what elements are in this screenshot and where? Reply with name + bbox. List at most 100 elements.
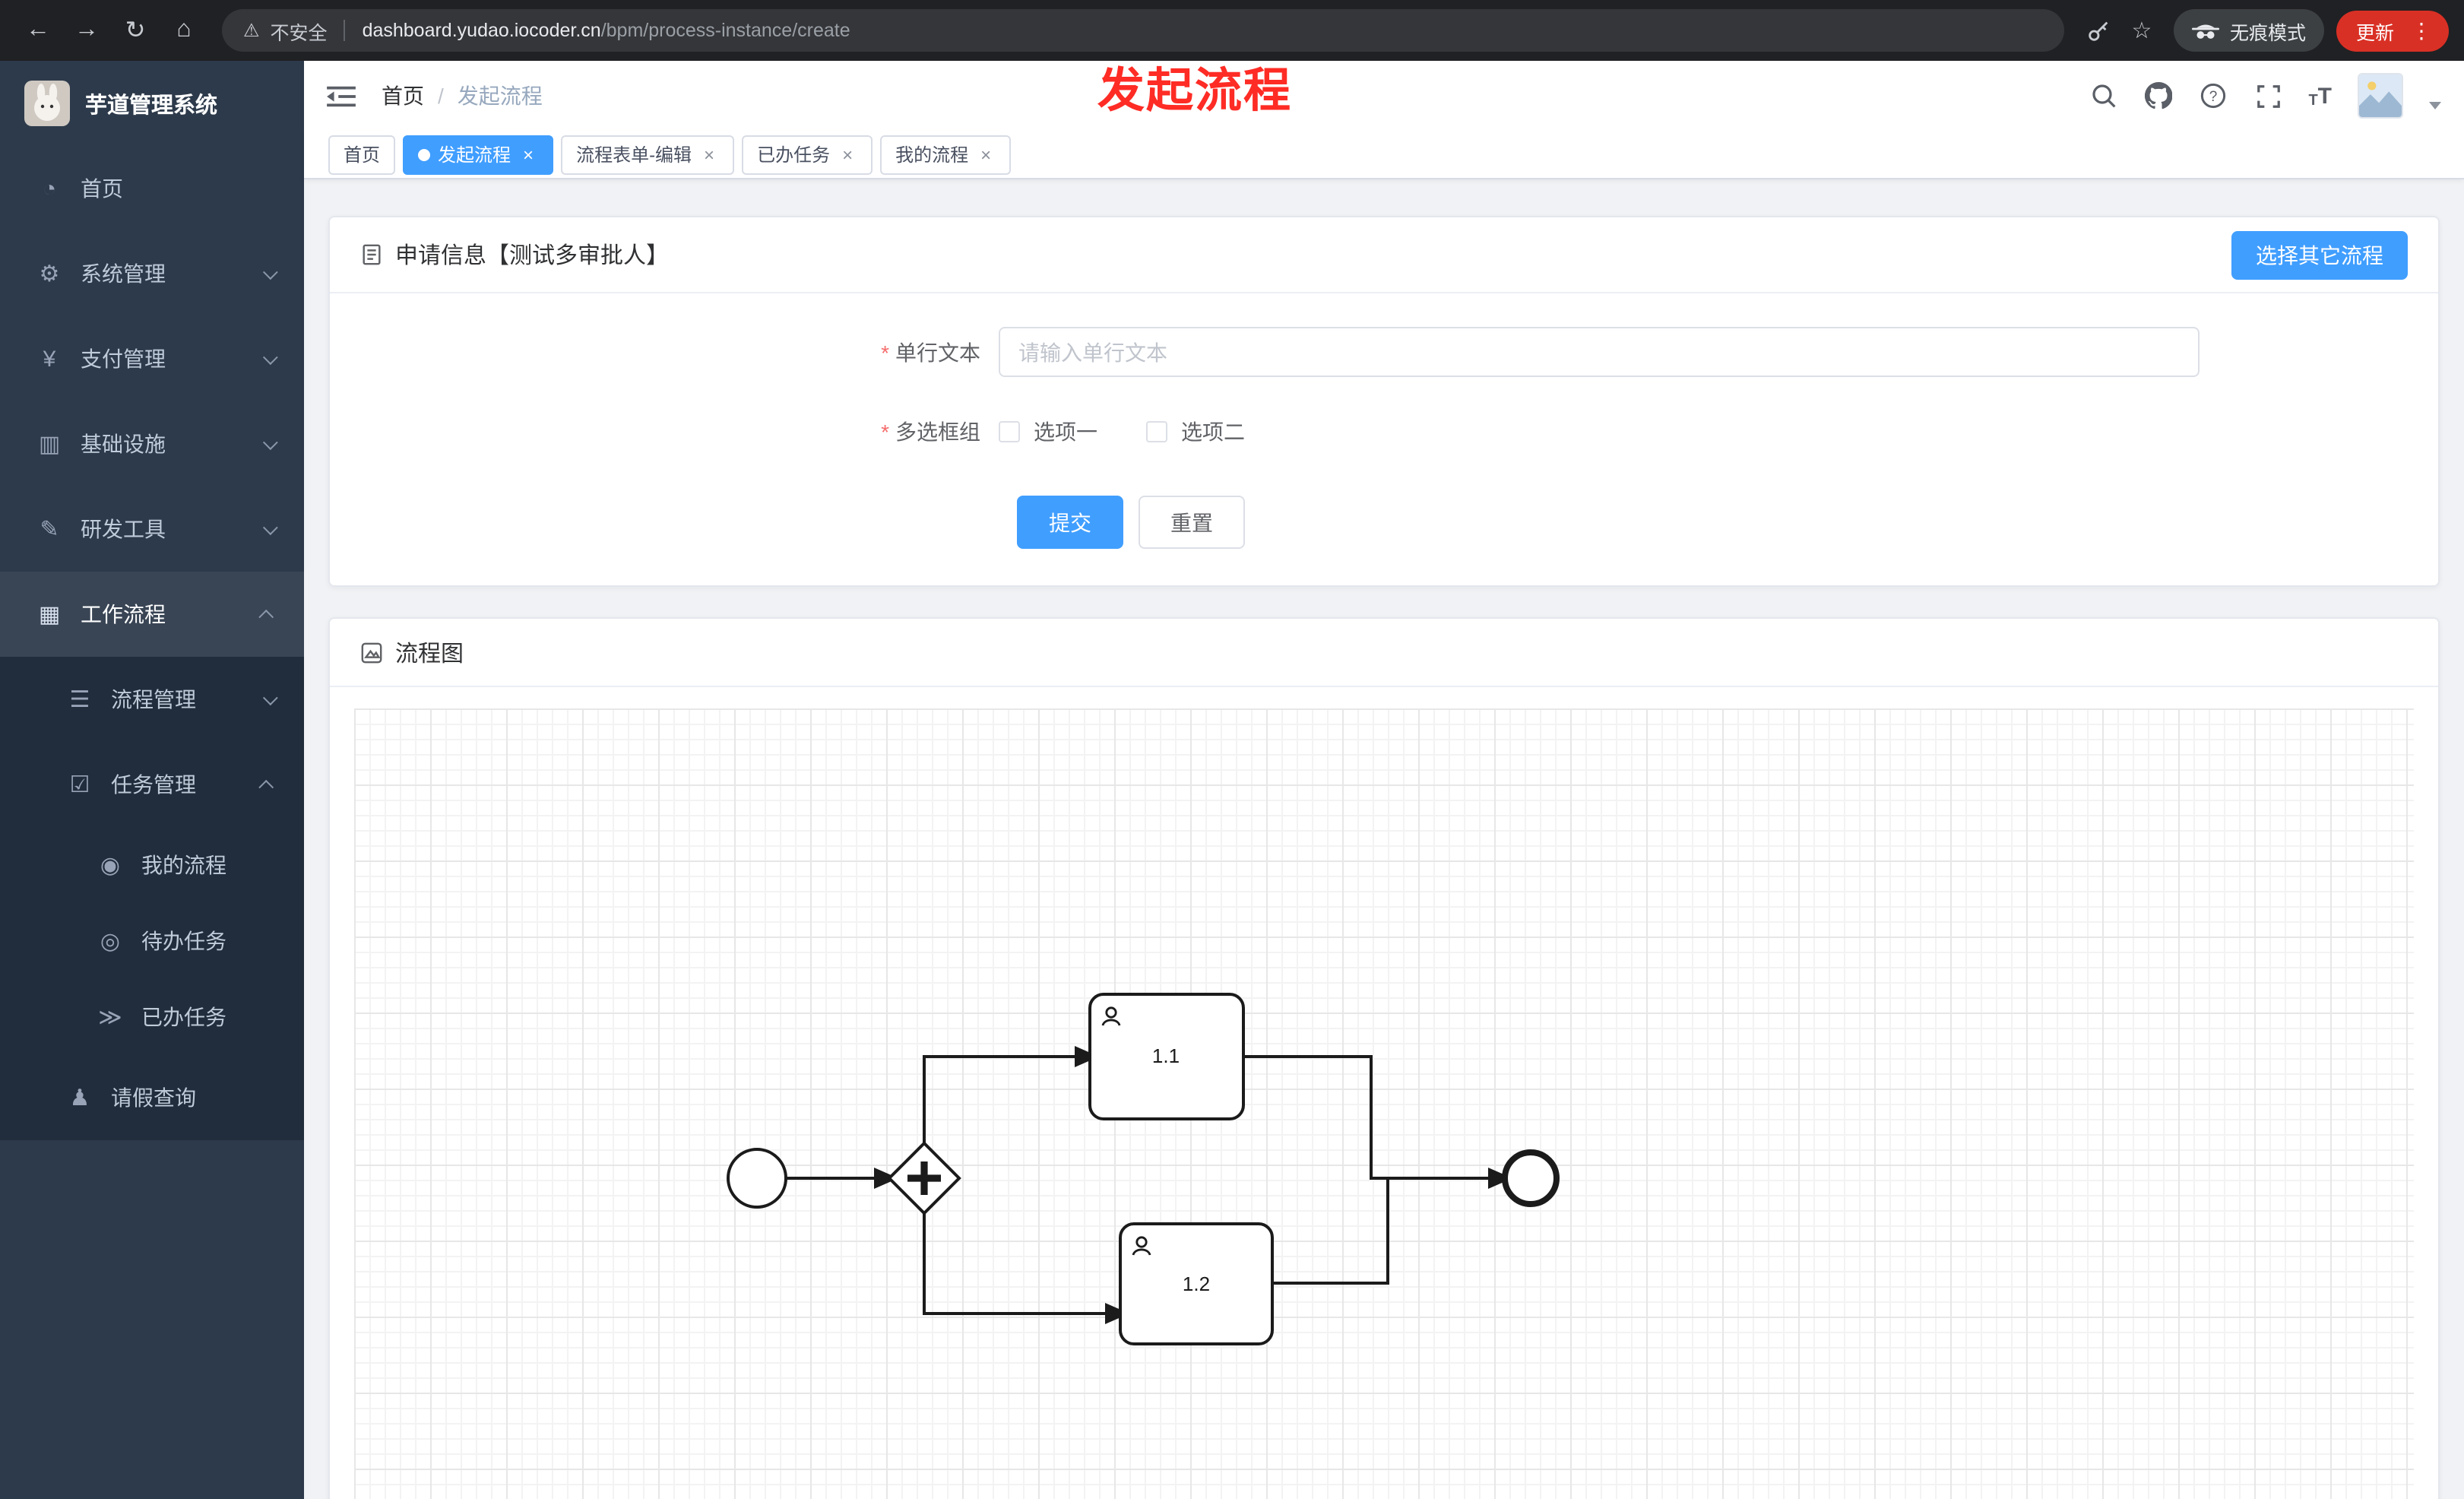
key-icon[interactable] xyxy=(2079,11,2119,50)
forward-icon[interactable]: → xyxy=(74,17,99,43)
submit-button[interactable]: 提交 xyxy=(1017,496,1123,549)
user-icon: ♟ xyxy=(69,1085,90,1111)
app-shell: 芋道管理系统 ◔ 首页 ⚙ 系统管理 ¥ 支付管理 ▥ xyxy=(0,61,2464,1499)
tab-start-process[interactable]: 发起流程 × xyxy=(403,135,554,174)
tab-process-form-edit[interactable]: 流程表单-编辑 × xyxy=(561,135,735,174)
checkbox-icon[interactable] xyxy=(1146,421,1167,442)
process-diagram-title: 流程图 xyxy=(395,641,464,667)
sidebar-item-process-management[interactable]: ☰ 流程管理 xyxy=(0,657,304,742)
search-icon[interactable] xyxy=(2089,81,2118,110)
chevron-down-icon[interactable] xyxy=(2429,101,2441,109)
update-button[interactable]: 更新 ⋮ xyxy=(2336,10,2449,51)
single-text-input[interactable] xyxy=(999,327,2200,377)
eye-icon: ◎ xyxy=(100,929,121,955)
main-area: 首页 / 发起流程 ? T xyxy=(304,61,2464,1499)
breadcrumb-separator: / xyxy=(438,84,444,108)
gear-icon: ⚙ xyxy=(39,261,60,287)
chevron-down-icon xyxy=(262,689,278,705)
sidebar-item-task-management[interactable]: ☑ 任务管理 xyxy=(0,742,304,827)
checkbox-group-label: *多选框组 xyxy=(881,420,980,444)
sidebar: 芋道管理系统 ◔ 首页 ⚙ 系统管理 ¥ 支付管理 ▥ xyxy=(0,61,304,1499)
incognito-badge: 无痕模式 xyxy=(2173,9,2324,52)
checkbox-option-1[interactable]: 选项一 xyxy=(999,417,1097,447)
workflow-icon: ▦ xyxy=(38,602,61,628)
bpmn-user-task-1-2[interactable] xyxy=(1119,1222,1274,1345)
incognito-icon xyxy=(2191,24,2219,38)
yen-icon: ¥ xyxy=(43,346,56,372)
tab-done-tasks[interactable]: 已办任务 × xyxy=(742,135,873,174)
breadcrumb: 首页 / 发起流程 xyxy=(382,81,543,111)
browser-toolbar: ← → ↻ ⌂ ⚠ 不安全 dashboard.yudao.iocoder.cn… xyxy=(0,0,2464,61)
back-icon[interactable]: ← xyxy=(26,17,50,43)
close-icon[interactable]: × xyxy=(704,144,715,165)
chevron-down-icon xyxy=(262,264,278,280)
breadcrumb-home[interactable]: 首页 xyxy=(382,84,424,108)
bpmn-flow-task1-to-end xyxy=(1243,1055,1512,1189)
required-asterisk: * xyxy=(881,340,889,364)
fullscreen-icon[interactable] xyxy=(2253,81,2282,110)
sidebar-item-pending-tasks[interactable]: ◎ 待办任务 xyxy=(0,903,304,979)
close-icon[interactable]: × xyxy=(980,144,992,165)
address-bar[interactable]: ⚠ 不安全 dashboard.yudao.iocoder.cn/bpm/pro… xyxy=(222,9,2064,52)
page-content: 申请信息【测试多审批人】 选择其它流程 *单行文本 *多选框组 xyxy=(304,179,2464,1499)
home-icon[interactable]: ⌂ xyxy=(176,17,192,43)
my-process-icon: ◉ xyxy=(100,853,121,879)
sidebar-item-payment-management[interactable]: ¥ 支付管理 xyxy=(0,316,304,401)
process-diagram-header: 流程图 xyxy=(330,619,2438,687)
application-info-header: 申请信息【测试多审批人】 选择其它流程 xyxy=(330,217,2438,293)
sidebar-item-workflow[interactable]: ▦ 工作流程 xyxy=(0,572,304,657)
select-other-process-button[interactable]: 选择其它流程 xyxy=(2231,230,2408,279)
url-text: dashboard.yudao.iocoder.cn/bpm/process-i… xyxy=(363,20,850,41)
chevron-down-icon xyxy=(262,434,278,450)
app-logo[interactable]: 芋道管理系统 xyxy=(0,61,304,146)
dashboard-icon: ◔ xyxy=(42,176,57,201)
checkbox-icon[interactable] xyxy=(999,421,1020,442)
github-icon[interactable] xyxy=(2144,81,2173,110)
checkbox-group-row: *多选框组 选项一 选项二 xyxy=(330,417,2438,447)
bpmn-task-1-1-label: 1.1 xyxy=(1152,1044,1180,1067)
bpmn-user-task-1-1[interactable] xyxy=(1088,993,1245,1120)
avatar[interactable] xyxy=(2358,73,2403,119)
bpmn-task-1-2-label: 1.2 xyxy=(1183,1272,1210,1295)
tags-view: 首页 发起流程 × 流程表单-编辑 × 已办任务 × 我的流程 × xyxy=(304,131,2464,179)
bpmn-end-event[interactable] xyxy=(1502,1149,1560,1207)
warning-icon: ⚠ xyxy=(243,20,260,41)
checkbox-option-2[interactable]: 选项二 xyxy=(1146,417,1245,447)
sidebar-item-home[interactable]: ◔ 首页 xyxy=(0,146,304,231)
user-task-icon xyxy=(1132,1236,1151,1256)
sidebar-fold-icon[interactable] xyxy=(327,81,357,111)
address-divider xyxy=(344,20,346,41)
bookmark-star-icon[interactable]: ☆ xyxy=(2131,18,2152,44)
bpmn-start-event[interactable] xyxy=(727,1148,787,1209)
help-icon[interactable]: ? xyxy=(2199,81,2228,110)
sidebar-item-devtools[interactable]: ✎ 研发工具 xyxy=(0,486,304,572)
reset-button[interactable]: 重置 xyxy=(1139,496,1245,549)
close-icon[interactable]: × xyxy=(523,144,534,165)
task-management-icon: ☑ xyxy=(69,772,90,798)
tab-home[interactable]: 首页 xyxy=(328,135,396,174)
url-domain: dashboard.yudao.iocoder.cn xyxy=(362,20,601,41)
diagram-icon xyxy=(361,642,382,663)
sidebar-item-leave-query[interactable]: ♟ 请假查询 xyxy=(0,1055,304,1140)
menu-kebab-icon[interactable]: ⋮ xyxy=(2411,17,2432,42)
bpmn-flow-task2-to-end xyxy=(1272,1178,1389,1285)
single-text-label: *单行文本 xyxy=(881,340,980,364)
sidebar-item-system-management[interactable]: ⚙ 系统管理 xyxy=(0,231,304,316)
sidebar-item-infrastructure[interactable]: ▥ 基础设施 xyxy=(0,401,304,486)
single-text-row: *单行文本 xyxy=(330,327,2438,377)
close-icon[interactable]: × xyxy=(842,144,854,165)
form-buttons: 提交 重置 xyxy=(330,496,2438,549)
reload-icon[interactable]: ↻ xyxy=(125,18,146,44)
chevron-up-icon xyxy=(258,778,274,794)
sidebar-item-my-process[interactable]: ◉ 我的流程 xyxy=(0,827,304,903)
security-label: 不安全 xyxy=(270,22,328,43)
annotation-text: 发起流程 xyxy=(1097,64,1292,117)
bpmn-canvas[interactable]: 1.1 1.2 xyxy=(354,708,2414,1499)
sidebar-item-done-tasks[interactable]: ≫ 已办任务 xyxy=(0,979,304,1055)
process-diagram-card: 流程图 xyxy=(328,617,2440,1499)
tab-my-process[interactable]: 我的流程 × xyxy=(880,135,1012,174)
chevron-down-icon xyxy=(262,519,278,535)
